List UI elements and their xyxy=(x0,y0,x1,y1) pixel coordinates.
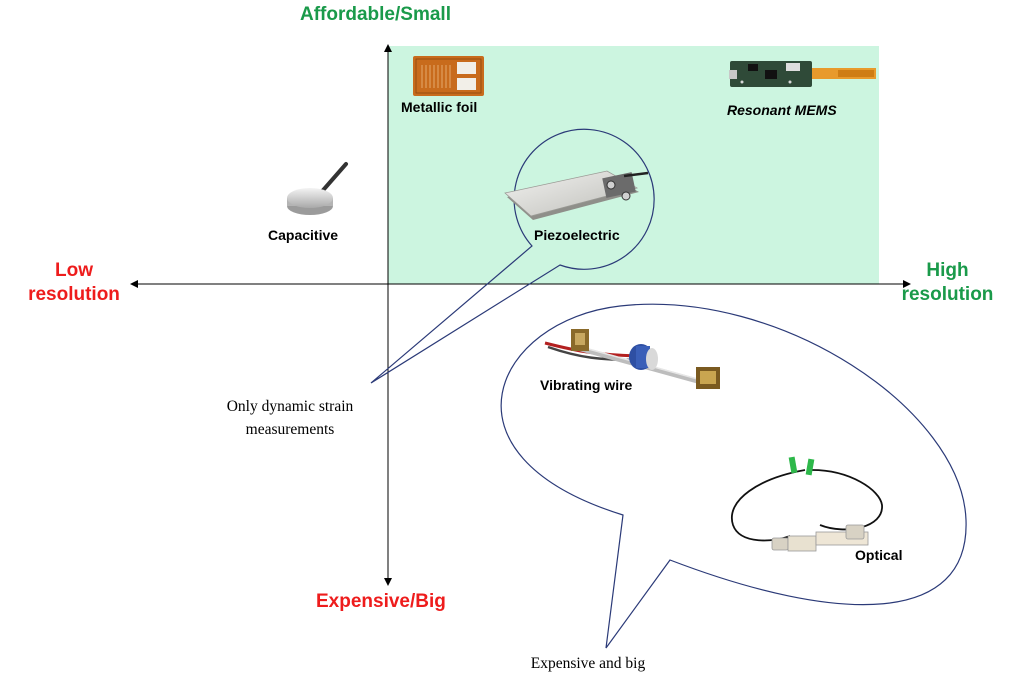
right-axis-label-line2: resolution xyxy=(901,284,994,305)
resonant-mems-image xyxy=(729,61,876,87)
left-axis-label: Low resolution xyxy=(14,259,134,307)
bottom-axis-label: Expensive/Big xyxy=(316,591,446,612)
right-axis-label: High resolution xyxy=(885,259,1010,307)
piezoelectric-label: Piezoelectric xyxy=(534,227,620,243)
vibrating-wire-image xyxy=(544,329,720,389)
metallic-foil-image xyxy=(413,56,484,96)
optical-image xyxy=(730,456,883,552)
dynamic-strain-note-line2: measurements xyxy=(245,421,335,438)
capacitive-image xyxy=(287,162,348,215)
left-axis-label-line1: Low xyxy=(55,260,93,281)
left-axis-label-line2: resolution xyxy=(28,284,120,305)
capacitive-label: Capacitive xyxy=(268,227,339,243)
resonant-mems-label: Resonant MEMS xyxy=(727,102,837,118)
optical-label: Optical xyxy=(855,547,903,563)
dynamic-strain-note: Only dynamic strain measurements xyxy=(190,395,390,441)
metallic-foil-label: Metallic foil xyxy=(401,99,478,115)
piezoelectric-image xyxy=(504,170,649,220)
expensive-big-note: Expensive and big xyxy=(530,655,646,672)
dynamic-strain-note-line1: Only dynamic strain xyxy=(226,398,354,415)
right-axis-label-line1: High xyxy=(926,260,969,281)
expensive-callout xyxy=(500,303,967,649)
vibrating-wire-label: Vibrating wire xyxy=(540,377,633,393)
piezoelectric-callout xyxy=(370,128,655,384)
top-axis-label: Affordable/Small xyxy=(300,4,451,25)
